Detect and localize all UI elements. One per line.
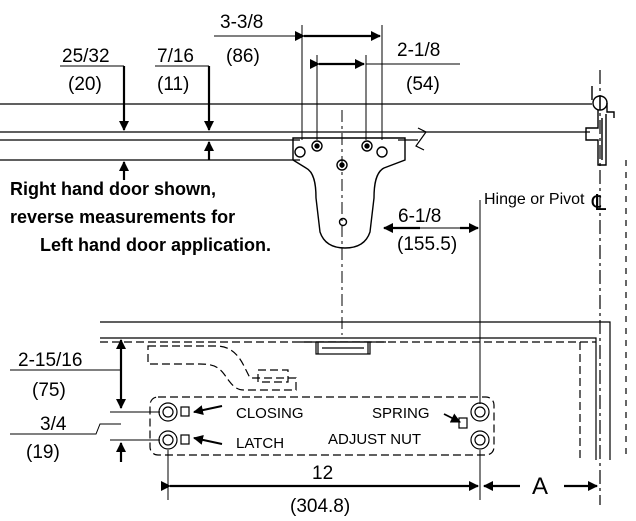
spring-arrow	[443, 413, 461, 423]
hinge-pivot-label: Hinge or Pivot	[484, 191, 585, 208]
dim-2-15-16-frac: 2-15/16	[18, 350, 82, 371]
hinge-detail	[585, 86, 615, 166]
dim-2-1-8-mm: (54)	[406, 74, 440, 95]
dim-3-4-underline	[10, 423, 121, 435]
dim-6-1-8-frac: 6-1/8	[398, 206, 441, 227]
dim-7-16-frac: 7/16	[157, 46, 194, 67]
note-line-2: reverse measurements for	[10, 207, 235, 227]
closer-body	[149, 396, 495, 456]
latch-arrow	[193, 434, 223, 445]
dim-25-32-mm: (20)	[68, 74, 102, 95]
spring-label: SPRING	[372, 405, 430, 422]
dim-3-3-8-frac: 3-3/8	[220, 12, 263, 33]
dim-2-15-16-mm: (75)	[32, 380, 66, 401]
dim-12-frac: 12	[312, 463, 333, 484]
dim-3-4-mm: (19)	[26, 442, 60, 463]
dim-6-1-8-mm: (155.5)	[397, 234, 457, 255]
centerline-symbol: ℄	[591, 190, 607, 215]
closing-arrow	[193, 405, 223, 416]
dim-25-32-frac: 25/32	[62, 46, 110, 67]
dim-7-16-mm: (11)	[157, 74, 189, 95]
closer-arm	[147, 345, 297, 391]
latch-label: LATCH	[236, 435, 284, 452]
dim-2-1-8-frac: 2-1/8	[397, 40, 440, 61]
dim-3-3-8-mm: (86)	[226, 46, 260, 67]
extension-lines-top	[301, 25, 383, 140]
note-line-3: Left hand door application.	[40, 235, 271, 255]
adjust-nut-label: ADJUST NUT	[328, 431, 421, 448]
dim-3-4-frac: 3/4	[40, 414, 67, 435]
mounting-plate	[292, 137, 406, 249]
closing-label: CLOSING	[236, 405, 304, 422]
dim-a-label: A	[532, 473, 548, 500]
frame-top-lines	[0, 103, 592, 161]
dim-12-mm: (304.8)	[290, 496, 350, 517]
arm-shoe	[300, 341, 386, 355]
note-line-1: Right hand door shown,	[10, 179, 216, 199]
